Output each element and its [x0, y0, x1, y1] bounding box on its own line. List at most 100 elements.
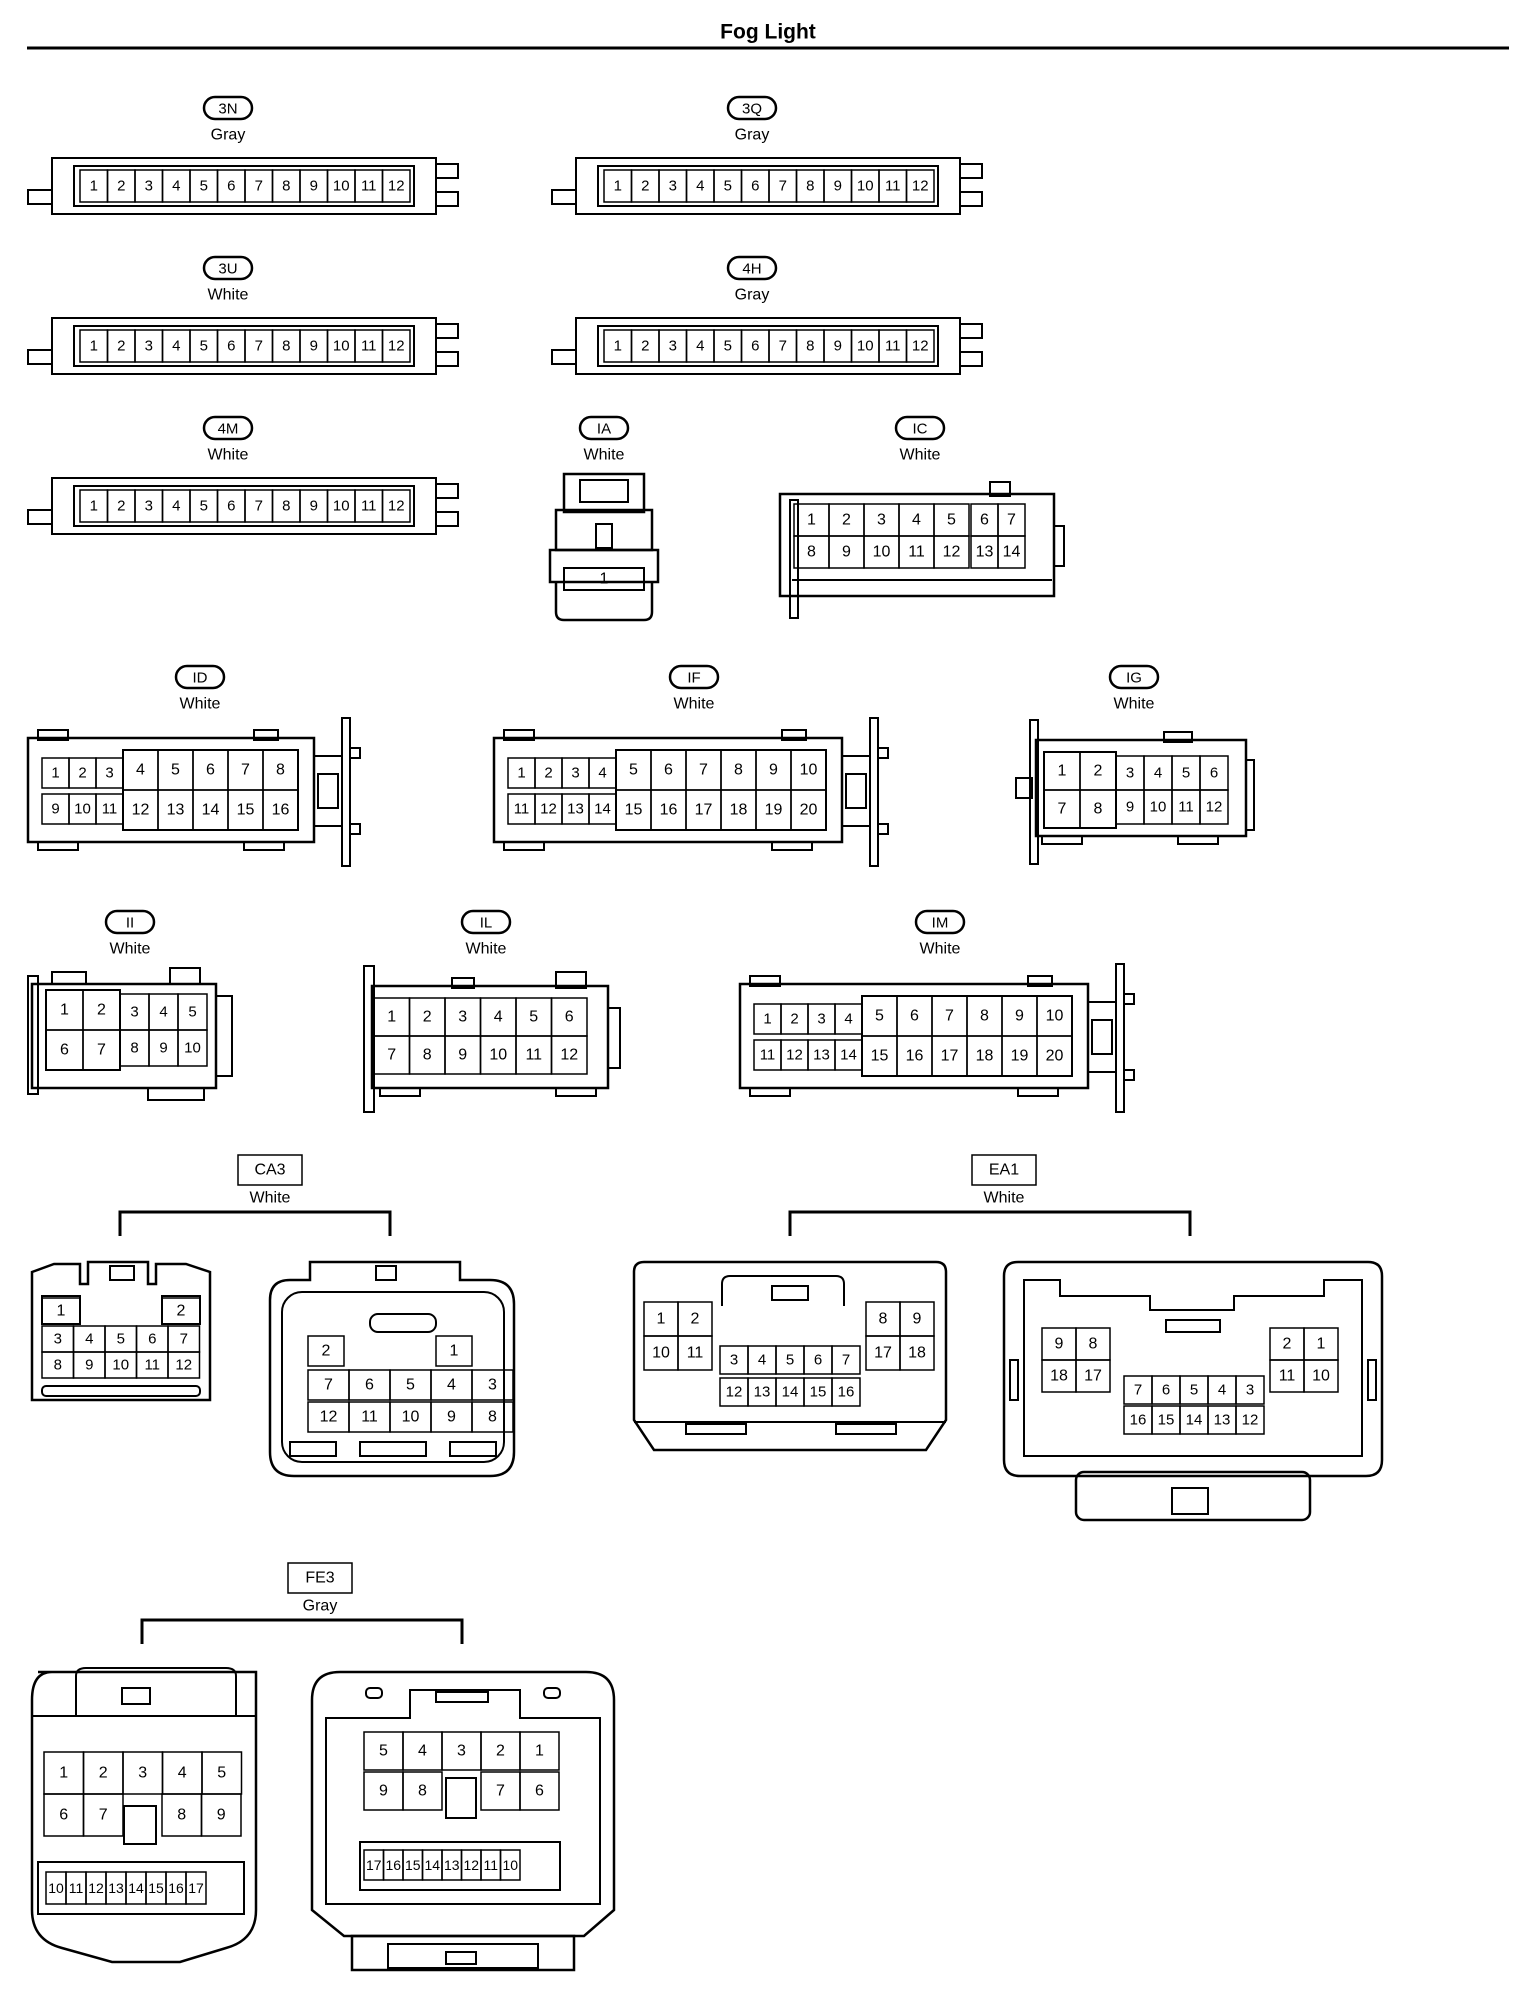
connector-code-box [971, 1154, 1037, 1186]
pin-cell [550, 1035, 588, 1075]
pin-number: 8 [282, 338, 290, 355]
housing-outline [387, 1943, 539, 1969]
connector-housing [30, 982, 218, 1090]
connector-code-badge [104, 909, 156, 935]
housing-outline [435, 191, 459, 207]
pin-number: 9 [447, 1409, 456, 1426]
pin-number: 1 [1317, 1336, 1326, 1353]
housing-outline [27, 975, 39, 1095]
housing-outline [350, 1934, 576, 1972]
housing-outline [959, 323, 983, 339]
pin-number: 9 [458, 1047, 467, 1064]
pin-cell [933, 535, 970, 569]
housing-outline [1053, 525, 1065, 567]
housing-outline [554, 508, 654, 552]
pin-number: 15 [237, 802, 255, 819]
connector-code: 4H [742, 261, 761, 278]
pin-number: 8 [980, 1008, 989, 1025]
pin-cell [1036, 1035, 1073, 1077]
pin-number: 8 [130, 1040, 138, 1057]
housing-outline [317, 773, 339, 809]
housing-outline [685, 1423, 747, 1435]
housing-outline [41, 1385, 201, 1397]
housing-outline [554, 582, 654, 622]
housing-outline [73, 485, 415, 527]
pin-number: 13 [444, 1857, 460, 1873]
pin-cell [997, 535, 1026, 569]
connector-housing [632, 1260, 948, 1452]
page-title: Fog Light [720, 21, 816, 44]
pin-number: 2 [641, 338, 649, 355]
pin-number: 2 [322, 1343, 331, 1360]
housing-outline [555, 971, 587, 989]
pin-number: 3 [145, 498, 153, 515]
connector-color-label: White [208, 447, 249, 464]
pin-number: 10 [333, 338, 350, 355]
connector-code-badge [914, 909, 966, 935]
connector-code-badge [202, 255, 254, 281]
pin-number: 1 [450, 1343, 459, 1360]
housing-outline [435, 351, 459, 367]
pin-number: 1 [59, 1765, 68, 1782]
pin-number: 2 [641, 178, 649, 195]
connector-code: 3Q [742, 101, 762, 118]
housing-outline [253, 729, 279, 741]
housing-outline [435, 163, 459, 179]
connector-code-badge [174, 664, 226, 690]
pin-number: 2 [544, 765, 552, 782]
connector-housing [268, 1260, 516, 1478]
pin-number: 10 [652, 1345, 670, 1362]
pin-number: 12 [175, 1357, 192, 1374]
pin-number: 6 [751, 338, 759, 355]
pin-number: 16 [272, 802, 290, 819]
pin-number: 12 [726, 1384, 743, 1401]
connector-code: IG [1126, 670, 1142, 687]
housing-outline [215, 995, 233, 1077]
pin-number: 1 [90, 178, 98, 195]
pin-number: 14 [202, 802, 220, 819]
pin-cell [499, 1849, 521, 1881]
housing-outline [27, 349, 53, 365]
housing-outline [551, 349, 577, 365]
housing-outline [749, 975, 781, 987]
pin-cell [1075, 1359, 1111, 1393]
pin-number: 18 [1050, 1368, 1068, 1385]
pin-number: 3 [730, 1352, 738, 1369]
pin-number: 13 [754, 1384, 771, 1401]
pin-cell [1235, 1405, 1265, 1435]
pin-cell [381, 489, 411, 523]
pin-number: 12 [912, 338, 929, 355]
pin-number: 12 [786, 1047, 803, 1064]
pin-cell [677, 1335, 713, 1371]
housing-outline [1017, 1087, 1059, 1097]
pin-number: 9 [834, 178, 842, 195]
pin-number: 7 [1058, 801, 1067, 818]
pin-number: 4 [418, 1743, 427, 1760]
housing-outline [503, 841, 545, 851]
pin-number: 5 [1190, 1382, 1198, 1399]
connector-color-label: White [900, 447, 941, 464]
pin-cell [167, 1351, 201, 1379]
pin-number: 16 [168, 1880, 184, 1896]
pin-number: 2 [1283, 1336, 1292, 1353]
connector-code: FE3 [305, 1570, 334, 1587]
pin-cell [471, 1401, 514, 1433]
connector-code-badge [578, 415, 630, 441]
pin-number: 10 [74, 801, 91, 818]
pin-cell [381, 169, 411, 203]
pin-number: 10 [333, 178, 350, 195]
pin-number: 4 [85, 1331, 93, 1348]
pin-number: 6 [980, 512, 989, 529]
pin-cell [905, 169, 935, 203]
pin-number: 6 [60, 1042, 69, 1059]
pin-number: 4 [494, 1009, 503, 1026]
pin-number: 12 [560, 1047, 578, 1064]
pin-number: 19 [1011, 1048, 1029, 1065]
pin-number: 8 [177, 1807, 186, 1824]
pin-number: 8 [282, 178, 290, 195]
pin-number: 3 [1126, 765, 1134, 782]
